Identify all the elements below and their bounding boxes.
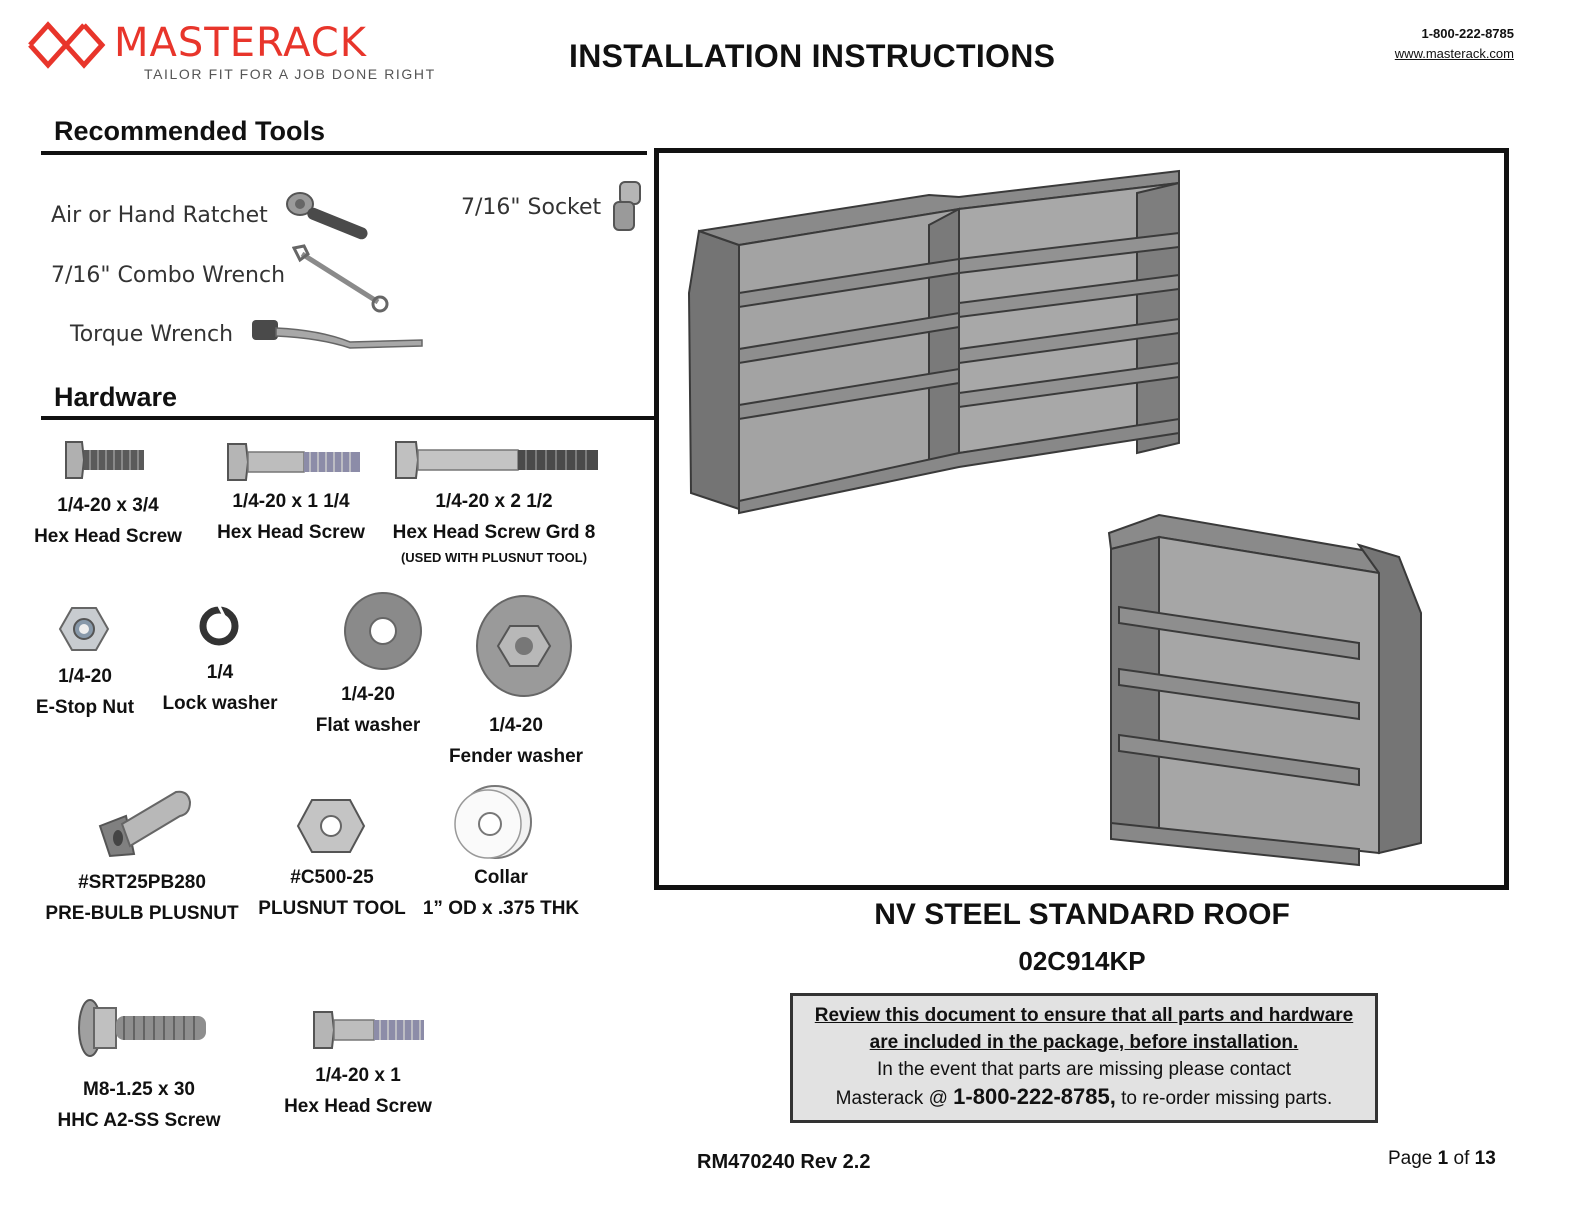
page-number: 1 <box>1437 1148 1449 1169</box>
hardware-size: 1/4 <box>206 662 234 683</box>
hardware-type: HHC A2-SS Screw <box>57 1110 221 1131</box>
product-title: NV STEEL STANDARD ROOF <box>874 898 1290 931</box>
hardware-size: Collar <box>474 867 528 888</box>
notice-line-4: Masterack @ 1-800-222-8785, to re-order … <box>793 1083 1375 1112</box>
missing-parts-notice: Review this document to ensure that all … <box>790 993 1378 1123</box>
plusnut-icon <box>98 790 192 858</box>
hardware-heading: Hardware <box>54 382 178 412</box>
hardware-item: 1/4-20 x 3/4 Hex Head Screw <box>28 490 188 552</box>
hex-screw-long-icon <box>395 441 598 479</box>
hardware-item: 1/4 Lock washer <box>150 657 290 719</box>
ratchet-icon <box>286 192 368 240</box>
tools-heading: Recommended Tools <box>54 116 326 146</box>
torque-wrench-icon <box>252 320 423 349</box>
header-phone: 1-800-222-8785 <box>1421 26 1514 41</box>
header-website-link[interactable]: www.masterack.com <box>1394 46 1514 61</box>
hardware-item: M8-1.25 x 30 HHC A2-SS Screw <box>50 1074 228 1136</box>
hardware-item: #C500-25 PLUSNUT TOOL <box>252 862 412 924</box>
hex-screw-short-icon <box>65 441 144 479</box>
product-image-frame <box>654 148 1509 890</box>
notice-phone: 1-800-222-8785, <box>953 1084 1116 1109</box>
logo-wordmark: MASTERACK <box>114 20 367 66</box>
hardware-size: 1/4-20 <box>341 684 395 705</box>
hardware-size: 1/4-20 x 1 1/4 <box>232 491 350 512</box>
document-title: INSTALLATION INSTRUCTIONS <box>569 38 1056 74</box>
hardware-item: 1/4-20 Flat washer <box>298 679 438 741</box>
single-shelf-unit <box>1107 513 1422 867</box>
hex-screw-1in-icon <box>313 1011 424 1049</box>
hardware-item: 1/4-20 Fender washer <box>434 710 598 772</box>
hardware-size: 1/4-20 <box>489 715 543 736</box>
hardware-size: 1/4-20 <box>58 666 112 687</box>
estop-nut-icon <box>58 607 110 651</box>
hardware-item: 1/4-20 x 1 1/4 Hex Head Screw <box>206 486 376 548</box>
hardware-size: #SRT25PB280 <box>78 872 206 893</box>
logo-chevron-icon <box>28 21 106 69</box>
hardware-size: #C500-25 <box>290 867 374 888</box>
hardware-size: 1/4-20 x 2 1/2 <box>435 491 553 512</box>
hardware-item: #SRT25PB280 PRE-BULB PLUSNUT <box>44 867 240 929</box>
hardware-size: 1/4-20 x 3/4 <box>57 495 159 516</box>
hardware-type: E-Stop Nut <box>35 697 135 718</box>
hardware-divider <box>41 416 657 420</box>
tool-combo-wrench-label: 7/16" Combo Wrench <box>51 263 286 288</box>
hardware-type: Fender washer <box>448 746 584 767</box>
logo-tagline: TAILOR FIT FOR A JOB DONE RIGHT <box>144 66 436 82</box>
hardware-type: Flat washer <box>315 715 421 736</box>
notice-contact-text: Masterack @ <box>835 1088 954 1109</box>
hardware-type: Lock washer <box>162 693 278 714</box>
notice-line-2: are included in the package, before inst… <box>869 1032 1299 1053</box>
document-revision: RM470240 Rev 2.2 <box>697 1151 871 1173</box>
notice-line-1: Review this document to ensure that all … <box>814 1005 1354 1026</box>
shelving-unit-illustration <box>687 169 1422 867</box>
collar-icon <box>454 785 532 859</box>
double-shelf-unit <box>687 169 1180 515</box>
hardware-size: 1/4-20 x 1 <box>315 1065 401 1086</box>
hardware-type: 1” OD x .375 THK <box>422 898 580 919</box>
masterack-logo: MASTERACK TAILOR FIT FOR A JOB DONE RIGH… <box>26 18 486 88</box>
page-of: of <box>1448 1148 1475 1169</box>
notice-reorder-text: to re-order missing parts. <box>1115 1088 1333 1109</box>
socket-icon <box>613 181 641 231</box>
hardware-type: Hex Head Screw <box>34 526 182 547</box>
tool-socket-label: 7/16" Socket <box>461 195 602 220</box>
hardware-type: Hex Head Screw <box>217 522 365 543</box>
tool-ratchet-label: Air or Hand Ratchet <box>51 203 268 228</box>
fender-washer-icon <box>476 595 572 697</box>
hardware-size: M8-1.25 x 30 <box>83 1079 195 1100</box>
flange-screw-icon <box>78 999 206 1057</box>
hardware-item: 1/4-20 E-Stop Nut <box>20 661 150 723</box>
page-prefix: Page <box>1388 1148 1438 1169</box>
hardware-item: 1/4-20 x 2 1/2 Hex Head Screw Grd 8 (USE… <box>384 486 604 566</box>
hardware-type: Hex Head Screw <box>284 1096 432 1117</box>
lock-washer-icon <box>199 605 239 646</box>
hardware-type: PRE-BULB PLUSNUT <box>45 903 239 924</box>
notice-line-3: In the event that parts are missing plea… <box>876 1059 1291 1080</box>
tool-torque-wrench-label: Torque Wrench <box>70 322 234 347</box>
hardware-item: 1/4-20 x 1 Hex Head Screw <box>272 1060 444 1122</box>
page-total: 13 <box>1474 1148 1496 1169</box>
tools-divider <box>41 151 647 155</box>
product-code: 02C914KP <box>1018 946 1146 976</box>
hardware-item: Collar 1” OD x .375 THK <box>416 862 586 924</box>
hardware-note: (USED WITH PLUSNUT TOOL) <box>400 550 588 565</box>
page-indicator: Page 1 of 13 <box>1388 1148 1496 1170</box>
plusnut-tool-icon <box>296 799 366 853</box>
hex-screw-medium-icon <box>227 443 360 481</box>
hardware-type: PLUSNUT TOOL <box>258 898 406 919</box>
flat-washer-icon <box>344 592 422 670</box>
hardware-type: Hex Head Screw Grd 8 <box>392 522 596 543</box>
combo-wrench-icon <box>292 244 389 313</box>
